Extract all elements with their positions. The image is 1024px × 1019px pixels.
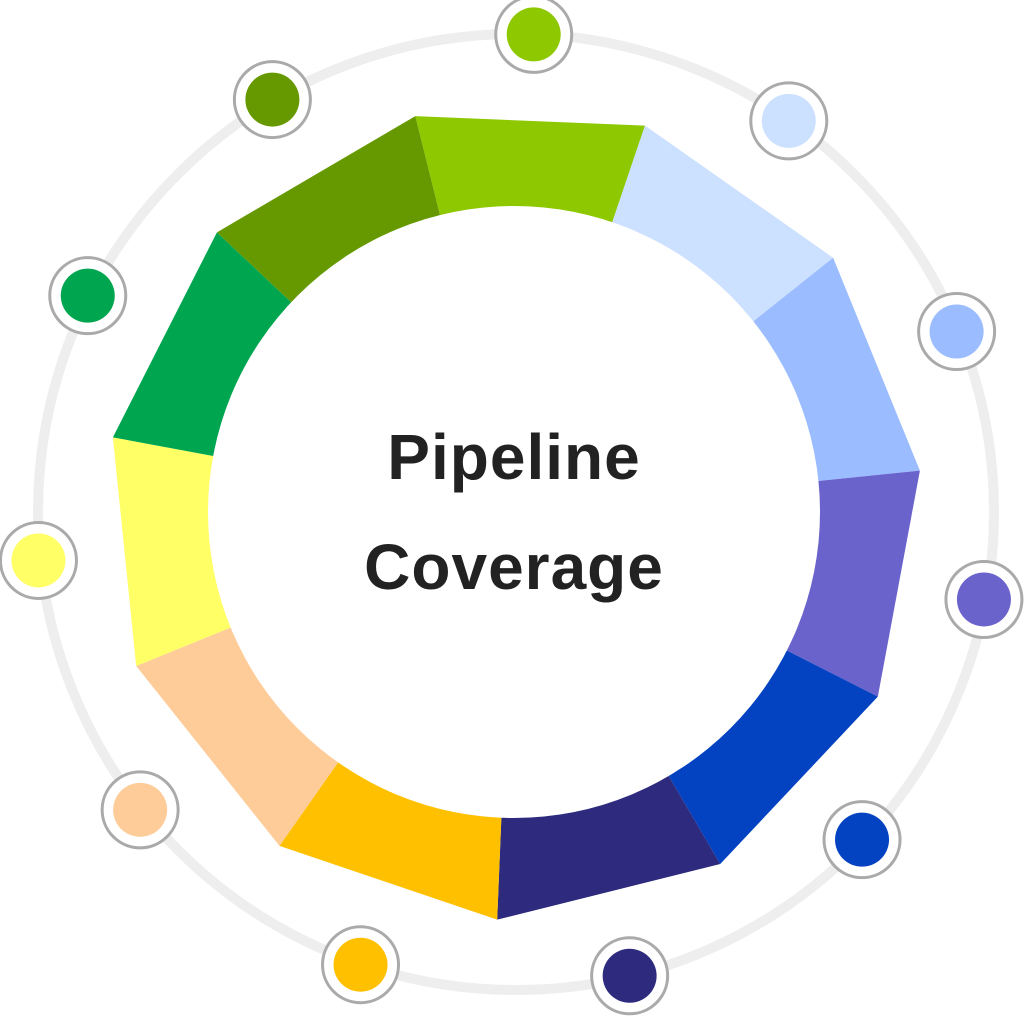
- segment-marker-7: [321, 925, 401, 1005]
- segment-marker-6: [590, 936, 670, 1016]
- marker-dot: [113, 782, 168, 837]
- marker-dot: [602, 948, 657, 1003]
- center-disc: [208, 206, 820, 818]
- ring-segment-11: [216, 116, 440, 303]
- segment-marker-5: [822, 800, 902, 880]
- marker-dot: [835, 812, 890, 867]
- segment-marker-11: [232, 60, 312, 140]
- marker-dot: [333, 937, 388, 992]
- segment-marker-8: [100, 770, 180, 850]
- title-line-1: Pipeline: [387, 421, 641, 493]
- marker-dot: [60, 268, 115, 323]
- segment-marker-2: [749, 81, 829, 161]
- marker-dot: [245, 72, 300, 127]
- marker-dot: [11, 533, 66, 588]
- ring-segment-4: [786, 470, 920, 697]
- segment-marker-3: [917, 292, 997, 372]
- ring-segment-1: [415, 116, 645, 223]
- marker-dot: [956, 572, 1011, 627]
- segment-marker-1: [494, 0, 574, 74]
- marker-dot: [761, 93, 816, 148]
- ring-segment-3: [753, 257, 920, 481]
- ring-segment-2: [612, 125, 834, 322]
- marker-dot: [506, 7, 561, 62]
- ring-segment-8: [136, 627, 339, 846]
- ring-segment-5: [668, 650, 878, 865]
- marker-dot: [929, 304, 984, 359]
- title-line-2: Coverage: [364, 531, 664, 603]
- segment-marker-9: [0, 520, 78, 600]
- ring-segment-9: [112, 437, 231, 667]
- ring-segment-10: [112, 232, 292, 456]
- segment-marker-4: [944, 559, 1024, 639]
- segment-marker-10: [48, 256, 128, 336]
